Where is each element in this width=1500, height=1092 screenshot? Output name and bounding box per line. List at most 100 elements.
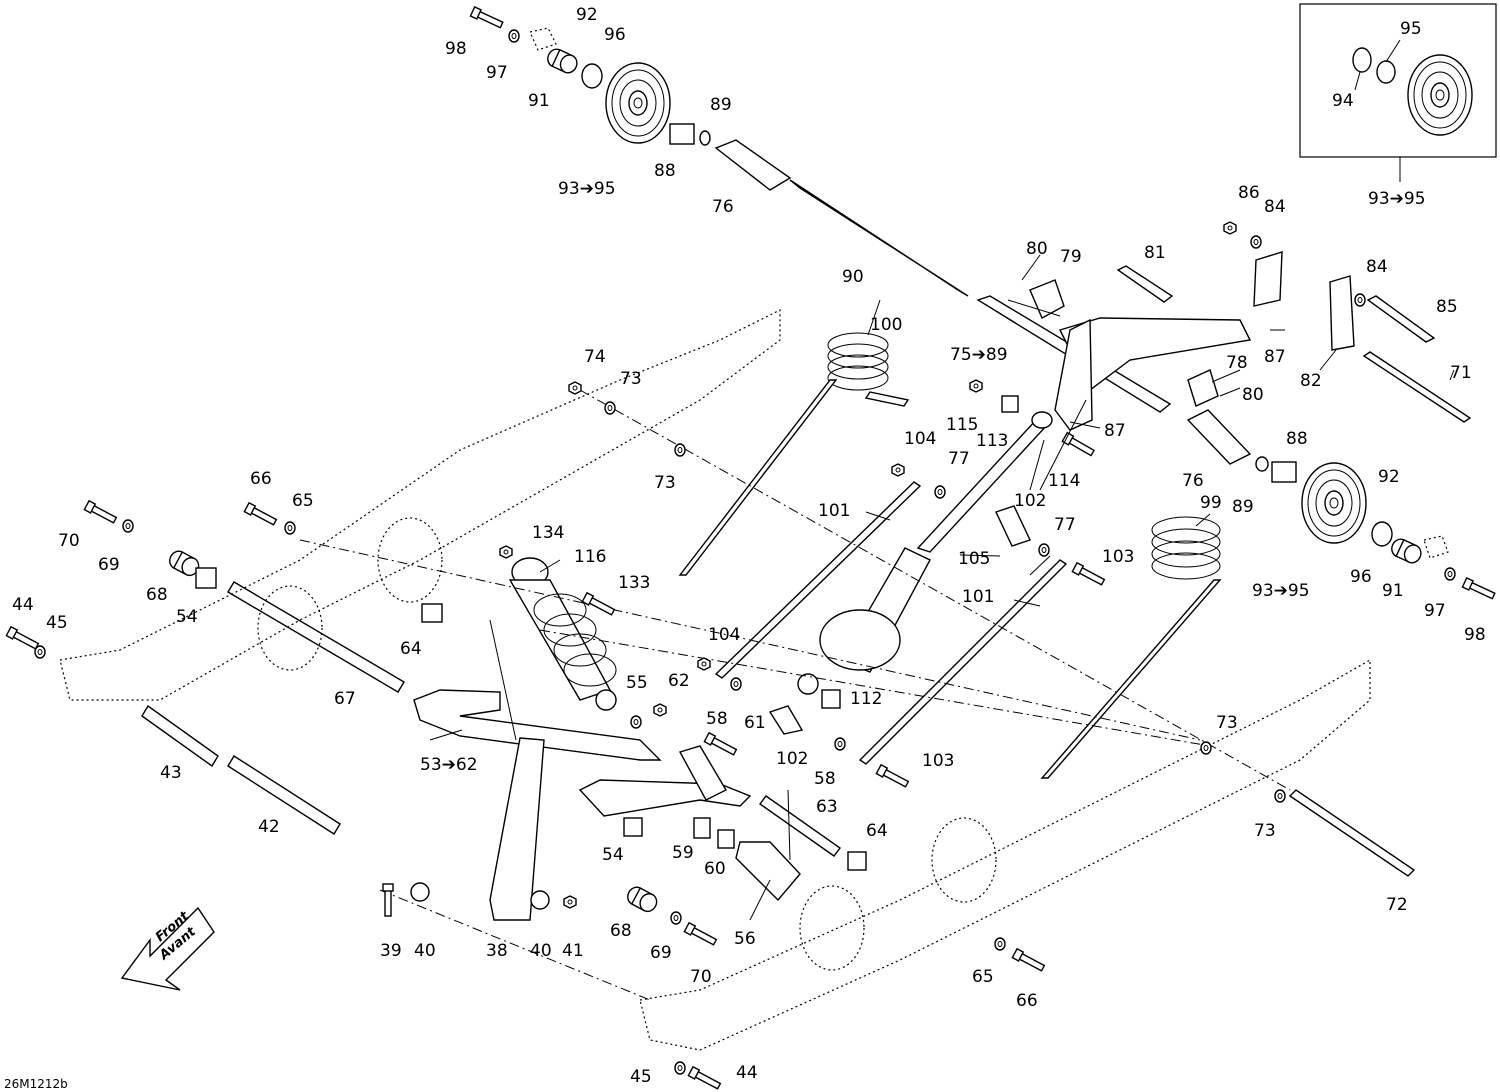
- washer-97-lower: [1444, 567, 1456, 581]
- callout-73-a: 73: [620, 369, 642, 389]
- tube-76-lower: [1186, 409, 1252, 465]
- callout-89-upper: 89: [710, 95, 732, 115]
- tube-43: [141, 704, 219, 768]
- centerline-1: [299, 539, 1201, 741]
- spacer-113: [1001, 395, 1019, 413]
- callout-39: 39: [380, 941, 402, 961]
- callout-104-b: 104: [708, 625, 740, 645]
- bushing-59: [693, 817, 711, 839]
- bracket-56: [735, 841, 801, 902]
- shaft-71: [1362, 351, 1472, 423]
- inset-bearing: [1376, 60, 1396, 84]
- tube-76-upper: [714, 139, 792, 191]
- callout-65-a: 65: [292, 491, 314, 511]
- fitting-55: [630, 715, 642, 729]
- callout-112: 112: [850, 689, 882, 709]
- right-rear-idler: [931, 817, 997, 903]
- callout-94-inset: 94: [1332, 91, 1354, 111]
- callout-45-a: 45: [46, 613, 68, 633]
- bolt-98-lower: [1461, 577, 1497, 602]
- callout-58-b: 58: [814, 769, 836, 789]
- callout-97-lower: 97: [1424, 601, 1446, 621]
- bushing-60: [717, 829, 735, 849]
- shaft-67: [227, 581, 405, 693]
- spacer-102-lower: [768, 705, 804, 735]
- callout-59: 59: [672, 843, 694, 863]
- callout-95-inset: 95: [1400, 19, 1422, 39]
- callout-70-b: 70: [690, 967, 712, 987]
- callout-133: 133: [618, 573, 650, 593]
- washer-45-b: [674, 1061, 686, 1075]
- callout-68-a: 68: [146, 585, 168, 605]
- washer-73-c: [1200, 741, 1212, 755]
- inset-box: [1299, 3, 1497, 158]
- washer-77-b: [1038, 543, 1050, 557]
- callout-71: 71: [1450, 363, 1472, 383]
- bushing-91-lower: [1388, 535, 1425, 567]
- stopper-79: [1029, 279, 1065, 319]
- washer-40-a: [410, 882, 430, 902]
- spacer-96-upper: [581, 63, 603, 89]
- bushing-112: [821, 689, 841, 709]
- lower-right-wheel: [1301, 462, 1367, 544]
- bolt-98-upper: [469, 6, 505, 31]
- callout-100: 100: [870, 315, 902, 335]
- callout-63: 63: [816, 797, 838, 817]
- callout-70-a: 70: [58, 531, 80, 551]
- callout-92-lower: 92: [1378, 467, 1400, 487]
- callout-68-b: 68: [610, 921, 632, 941]
- washer-45-a: [34, 645, 46, 659]
- left-front-idler: [257, 585, 323, 671]
- bolt-44-a: [5, 626, 41, 652]
- callout-75-89: 75➔89: [950, 345, 1008, 365]
- callout-38: 38: [486, 941, 508, 961]
- callout-87-b: 87: [1104, 421, 1126, 441]
- callout-44-b: 44: [736, 1063, 758, 1083]
- spacer-102-upper: [995, 505, 1031, 547]
- washer-58-b: [834, 737, 846, 751]
- callout-labels: 98 92 96 97 91 89 88 93➔95 76 95 94 93➔9…: [12, 5, 1486, 1087]
- callout-98-upper: 98: [445, 39, 467, 59]
- inset-wheel: [1407, 54, 1473, 136]
- bolt-44-b: [687, 1066, 723, 1092]
- callout-55: 55: [626, 673, 648, 693]
- callout-60: 60: [704, 859, 726, 879]
- spacer-64-b: [847, 851, 867, 871]
- link-101-lower: [858, 559, 1068, 765]
- nut-115: [969, 379, 983, 393]
- callout-82: 82: [1300, 371, 1322, 391]
- upper-left-wheel: [605, 62, 671, 144]
- callout-92-upper: 92: [576, 5, 598, 25]
- callout-116: 116: [574, 547, 606, 567]
- callout-61: 61: [744, 713, 766, 733]
- callout-93-95-upper: 93➔95: [558, 179, 616, 199]
- spring-99: [1040, 516, 1222, 779]
- callout-96-lower: 96: [1350, 567, 1372, 587]
- callout-91-upper: 91: [528, 91, 550, 111]
- callout-84-b: 84: [1366, 257, 1388, 277]
- sprocket-92-lower: [1423, 535, 1449, 559]
- callout-78: 78: [1226, 353, 1248, 373]
- shaft-72: [1288, 789, 1416, 877]
- callout-96-upper: 96: [604, 25, 626, 45]
- callout-54-b: 54: [602, 845, 624, 865]
- callout-69-a: 69: [98, 555, 120, 575]
- callout-76-lower: 76: [1182, 471, 1204, 491]
- callout-98-lower: 98: [1464, 625, 1486, 645]
- washer-89-upper: [699, 130, 711, 146]
- callout-79: 79: [1060, 247, 1082, 267]
- callout-77-b: 77: [1054, 515, 1076, 535]
- bolt-66-a: [243, 502, 279, 528]
- callout-114: 114: [1048, 471, 1080, 491]
- callout-101-b: 101: [962, 587, 994, 607]
- callout-93-95-inset: 93➔95: [1368, 189, 1426, 209]
- callout-80-lower: 80: [1242, 385, 1264, 405]
- callout-64-b: 64: [866, 821, 888, 841]
- callout-88-lower: 88: [1286, 429, 1308, 449]
- washer-77-a: [934, 485, 946, 499]
- nut-41: [563, 895, 577, 909]
- bolt-85: [1366, 295, 1436, 343]
- callout-66-a: 66: [250, 469, 272, 489]
- centerline-2: [539, 629, 1211, 747]
